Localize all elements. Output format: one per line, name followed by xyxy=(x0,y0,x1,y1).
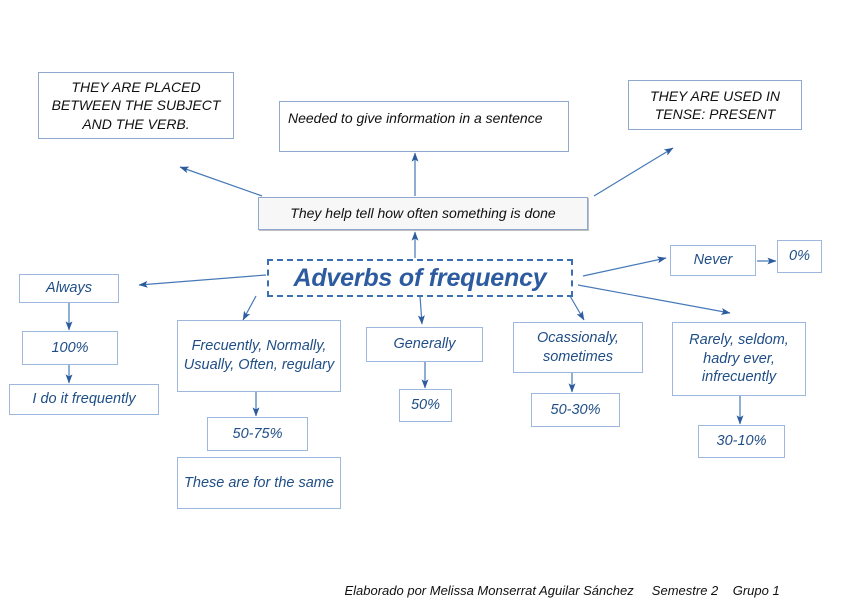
footer-credit: Elaborado por Melissa Monserrat Aguilar … xyxy=(330,568,780,613)
branch-adverb-label: Frecuently, Normally, Usually, Often, re… xyxy=(183,338,335,373)
statement-used-in-tense-present[interactable]: THEY ARE USED IN TENSE: PRESENT xyxy=(628,80,802,130)
branch-adverb-label: Ocassionaly, sometimes xyxy=(537,329,619,365)
branch-percent-label: 0% xyxy=(789,248,810,265)
statement-placed-between-subject-and-verb[interactable]: THEY ARE PLACED BETWEEN THE SUBJECT AND … xyxy=(38,72,234,139)
statement-text: THEY ARE PLACED BETWEEN THE SUBJECT AND … xyxy=(51,78,221,132)
branch-frequently-note[interactable]: These are for the same xyxy=(177,457,341,509)
branch-generally-percent[interactable]: 50% xyxy=(399,389,452,422)
arrow-center-to-occasionally xyxy=(569,295,585,321)
branch-occasionally-adverb[interactable]: Ocassionaly, sometimes xyxy=(513,322,643,373)
branch-percent-label: 50% xyxy=(410,397,441,414)
statement-they-help-tell[interactable]: They help tell how often something is do… xyxy=(258,197,588,230)
branch-adverb-label: Rarely, seldom, hadry ever, infrecuently xyxy=(689,331,789,386)
branch-adverb-label: Always xyxy=(46,280,92,297)
arrow-center-to-never xyxy=(582,256,667,277)
branch-percent-label: 100% xyxy=(51,339,89,356)
branch-percent-label: 30-10% xyxy=(716,433,767,450)
arrow-center-to-always xyxy=(138,274,267,288)
concept-map-canvas: THEY ARE PLACED BETWEEN THE SUBJECT AND … xyxy=(9,72,822,598)
statement-needed-to-give-information[interactable]: Needed to give information in a sentence xyxy=(279,101,569,152)
footer-credit-text: Elaborado por Melissa Monserrat Aguilar … xyxy=(344,583,780,598)
branch-always-percent[interactable]: 100% xyxy=(22,331,118,365)
branch-generally-adverb[interactable]: Generally xyxy=(366,327,483,362)
branch-rarely-percent[interactable]: 30-10% xyxy=(698,425,785,458)
branch-rarely-adverb[interactable]: Rarely, seldom, hadry ever, infrecuently xyxy=(672,322,806,396)
branch-always-note[interactable]: I do it frequently xyxy=(9,384,159,415)
arrow-center-to-frequently xyxy=(242,295,257,321)
statement-text: THEY ARE USED IN TENSE: PRESENT xyxy=(650,87,780,122)
arrow-help-to-placed xyxy=(179,166,263,197)
branch-adverb-label: Never xyxy=(693,252,733,269)
branch-percent-label: 50-30% xyxy=(550,401,601,418)
arrow-help-to-tense xyxy=(593,147,674,197)
arrow-center-to-rarely xyxy=(577,284,731,315)
statement-text: They help tell how often something is do… xyxy=(290,205,556,222)
branch-occasionally-percent[interactable]: 50-30% xyxy=(531,393,620,427)
branch-percent-label: 50-75% xyxy=(232,425,283,442)
central-node-adverbs-of-frequency[interactable]: Adverbs of frequency xyxy=(267,259,573,297)
branch-note-label: I do it frequently xyxy=(32,391,136,408)
branch-note-label: These are for the same xyxy=(184,474,334,491)
branch-never-adverb[interactable]: Never xyxy=(670,245,756,276)
branch-always-adverb[interactable]: Always xyxy=(19,274,119,303)
statement-text: Needed to give information in a sentence xyxy=(288,110,543,126)
branch-frequently-percent[interactable]: 50-75% xyxy=(207,417,308,451)
branch-adverb-label: Generally xyxy=(393,336,456,353)
branch-frequently-adverb[interactable]: Frecuently, Normally, Usually, Often, re… xyxy=(177,320,341,392)
branch-never-percent[interactable]: 0% xyxy=(777,240,822,273)
arrow-center-to-generally xyxy=(417,295,425,325)
central-node-label: Adverbs of frequency xyxy=(293,263,547,292)
